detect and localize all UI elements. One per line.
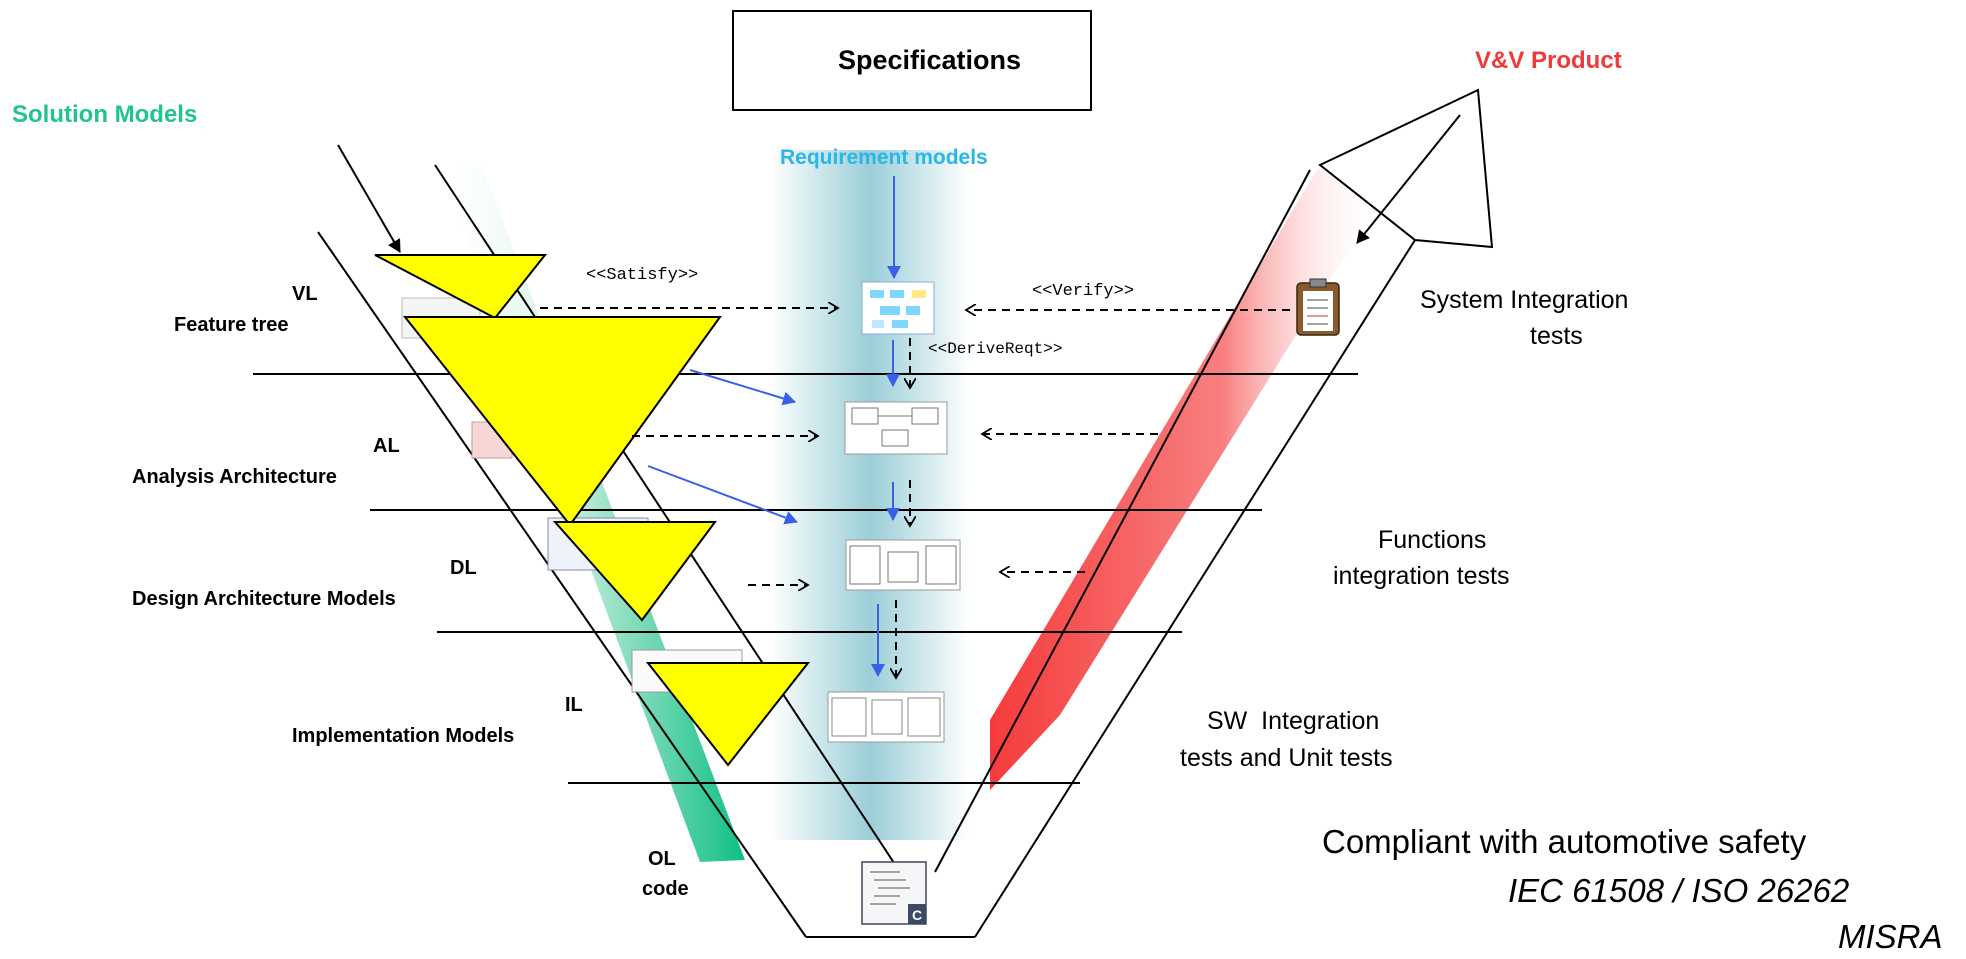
solution-input-arrow xyxy=(337,144,401,253)
specifications-label: Specifications xyxy=(838,45,1022,75)
sw-integration-label-1: SW Integration xyxy=(1207,707,1380,735)
functions-integration-label-2: integration tests xyxy=(1333,562,1510,590)
req-diagram-al xyxy=(844,401,948,455)
triangle-dl xyxy=(552,521,717,622)
req-diagram-dl xyxy=(845,539,961,591)
solution-models-label: Solution Models xyxy=(12,101,198,128)
functions-integration-label-1: Functions xyxy=(1378,526,1487,554)
req-diagram-il xyxy=(827,691,945,743)
level-dl-code: DL xyxy=(450,557,477,579)
svg-text:C: C xyxy=(912,907,922,923)
source-code-file-icon: C xyxy=(861,861,927,925)
level-lines xyxy=(253,373,1358,784)
triangle-al xyxy=(402,316,722,527)
sw-integration-label-2: tests and Unit tests xyxy=(1180,744,1393,772)
level-il-name: Implementation Models xyxy=(292,725,515,747)
system-integration-label-1: System Integration xyxy=(1420,286,1629,314)
trace-arrow-dl xyxy=(647,465,798,525)
req-diagram-vl xyxy=(861,281,935,335)
triangle-il xyxy=(645,662,811,767)
level-ol-name: code xyxy=(642,878,689,900)
level-al-name: Analysis Architecture xyxy=(132,466,337,488)
compliance-line-3: MISRA xyxy=(1838,918,1943,955)
level-vl-code: VL xyxy=(292,283,318,305)
level-ol-code: OL xyxy=(648,848,676,870)
specifications-box xyxy=(732,10,1092,111)
level-al-code: AL xyxy=(373,435,400,457)
vv-band xyxy=(990,168,1380,790)
compliance-line-1: Compliant with automotive safety xyxy=(1322,823,1807,860)
vv-product-label: V&V Product xyxy=(1475,47,1622,74)
level-dl-name: Design Architecture Models xyxy=(132,588,396,610)
satisfy-label: <<Satisfy>> xyxy=(586,266,699,285)
level-il-code: IL xyxy=(565,694,583,716)
trace-arrow-al xyxy=(689,369,796,406)
system-integration-label-2: tests xyxy=(1530,322,1583,350)
compliance-line-2: IEC 61508 / ISO 26262 xyxy=(1508,872,1850,909)
yellow-triangles xyxy=(374,254,811,767)
triangle-vl xyxy=(374,254,548,320)
requirement-models-label: Requirement models xyxy=(780,146,988,169)
derive-label: <<DeriveReqt>> xyxy=(928,340,1063,358)
level-vl-name: Feature tree xyxy=(174,314,289,336)
clipboard-icon xyxy=(1296,278,1340,336)
verify-label: <<Verify>> xyxy=(1032,282,1135,301)
vv-input-arrow xyxy=(1356,114,1461,244)
